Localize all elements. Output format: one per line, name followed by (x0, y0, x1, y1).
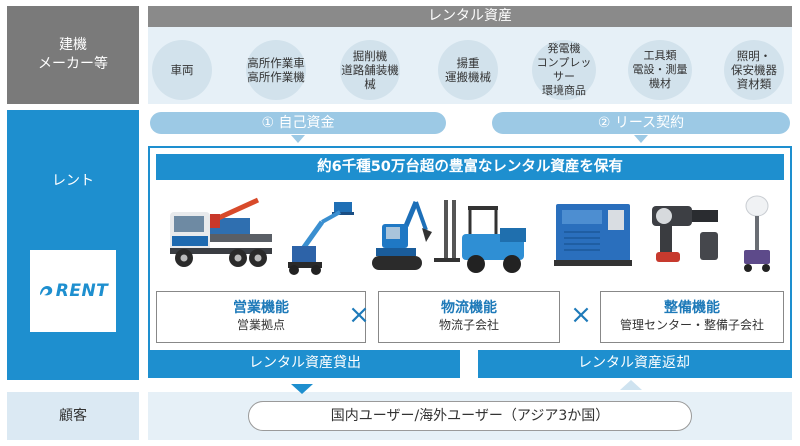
sales-function-box: 営業機能 営業拠点 (156, 291, 366, 343)
customer-users-pill: 国内ユーザー/海外ユーザー（アジア3か国） (248, 401, 692, 431)
return-bar: レンタル資産返却 (478, 350, 790, 376)
lease-contract-pill: ② リース契約 (492, 112, 790, 134)
rent-logo: RENT (30, 250, 116, 332)
bar-gap (460, 350, 478, 380)
category-circle: 掘削機 道路舗装機械 (340, 40, 400, 100)
power-tool-image (646, 198, 724, 272)
category-circle: 照明・ 保安機器 資材類 (724, 40, 784, 100)
rent-label: レント (7, 110, 139, 380)
category-circle: 発電機 コンプレッサー 環境商品 (532, 40, 596, 100)
times-icon: × (570, 300, 592, 330)
mini-excavator-image (368, 196, 434, 276)
crane-truck-image (166, 190, 274, 276)
lease-arrow-icon (634, 135, 648, 143)
light-tower-image (736, 194, 778, 274)
lend-down-arrow-icon (291, 384, 313, 394)
category-circle: 車両 (152, 40, 212, 100)
makers-label: 建機 メーカー等 (7, 6, 139, 104)
asset-count-banner: 約6千種50万台超の豊富なレンタル資産を保有 (156, 154, 784, 180)
own-funds-pill: ① 自己資金 (150, 112, 446, 134)
aerial-work-platform-image (282, 196, 358, 276)
maintenance-function-box: 整備機能 管理センター・整備子会社 (600, 291, 784, 343)
category-circle: 揚重 運搬機械 (438, 40, 498, 100)
generator-image (552, 198, 634, 272)
times-icon: × (348, 300, 370, 330)
own-funds-arrow-icon (291, 135, 305, 143)
lend-bar: レンタル資産貸出 (150, 350, 460, 376)
customer-label: 顧客 (7, 392, 139, 440)
rent-logo-mark-icon (39, 286, 52, 296)
logistics-function-box: 物流機能 物流子会社 (378, 291, 560, 343)
return-up-arrow-icon (620, 380, 642, 390)
category-circle: 工具類 電設・測量機材 (628, 40, 692, 100)
category-circle: 高所作業車 高所作業機 (246, 40, 306, 100)
forklift-image (434, 194, 540, 276)
rental-assets-header: レンタル資産 (148, 6, 792, 27)
